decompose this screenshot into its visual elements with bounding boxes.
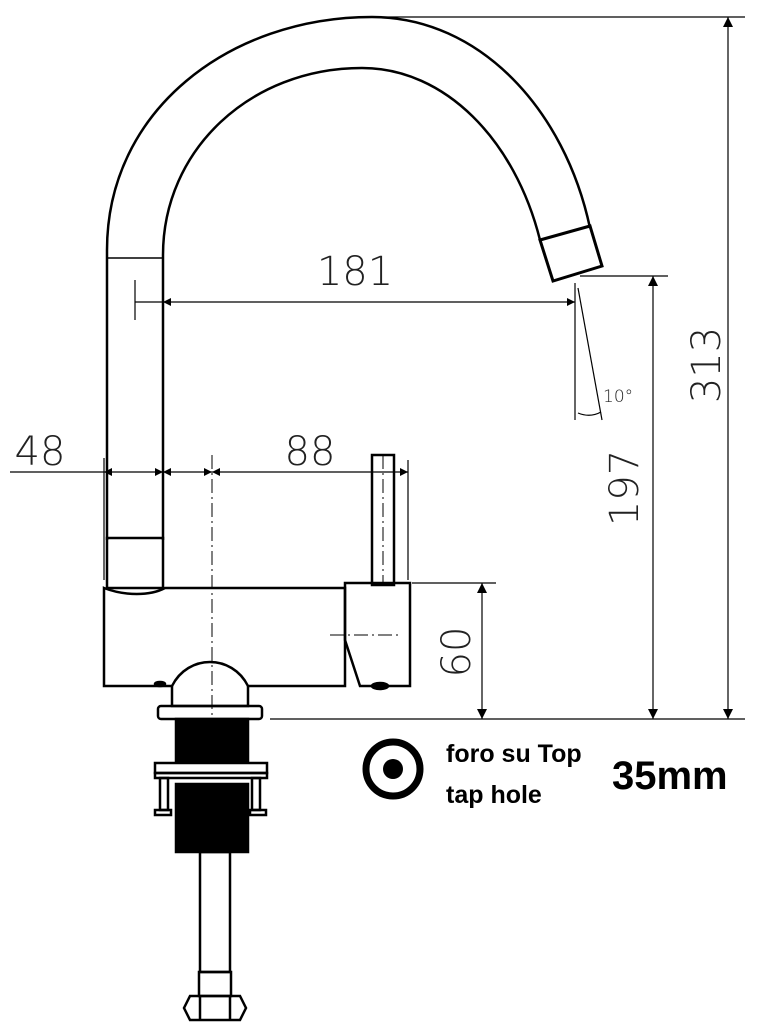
tap-hole-legend: foro su Top tap hole 35mm	[362, 738, 728, 809]
dim-88: 88	[285, 429, 336, 475]
centerlines	[211, 455, 400, 720]
faucet-outline	[102, 15, 604, 721]
dim-angle: 10°	[603, 387, 633, 407]
dimension-labels: 181 48 88 313 197 60 10°	[15, 249, 730, 677]
dimension-lines	[10, 16, 745, 720]
legend-english: tap hole	[446, 781, 542, 809]
spout-tip	[538, 224, 604, 283]
legend-italian: foro su Top	[446, 740, 582, 768]
dim-48: 48	[15, 429, 66, 475]
spout-collar	[105, 536, 165, 590]
dim-60: 60	[434, 627, 480, 678]
target-circle-icon	[362, 738, 424, 800]
spout-inner	[161, 66, 542, 540]
dim-181: 181	[317, 249, 393, 295]
base-flange	[156, 704, 264, 721]
hole-size: 35mm	[612, 754, 728, 798]
dim-197: 197	[602, 450, 648, 526]
dim-313: 313	[684, 327, 730, 403]
mounting-shank	[153, 717, 269, 1022]
spout-outer	[105, 15, 592, 540]
faucet-body	[102, 586, 347, 688]
